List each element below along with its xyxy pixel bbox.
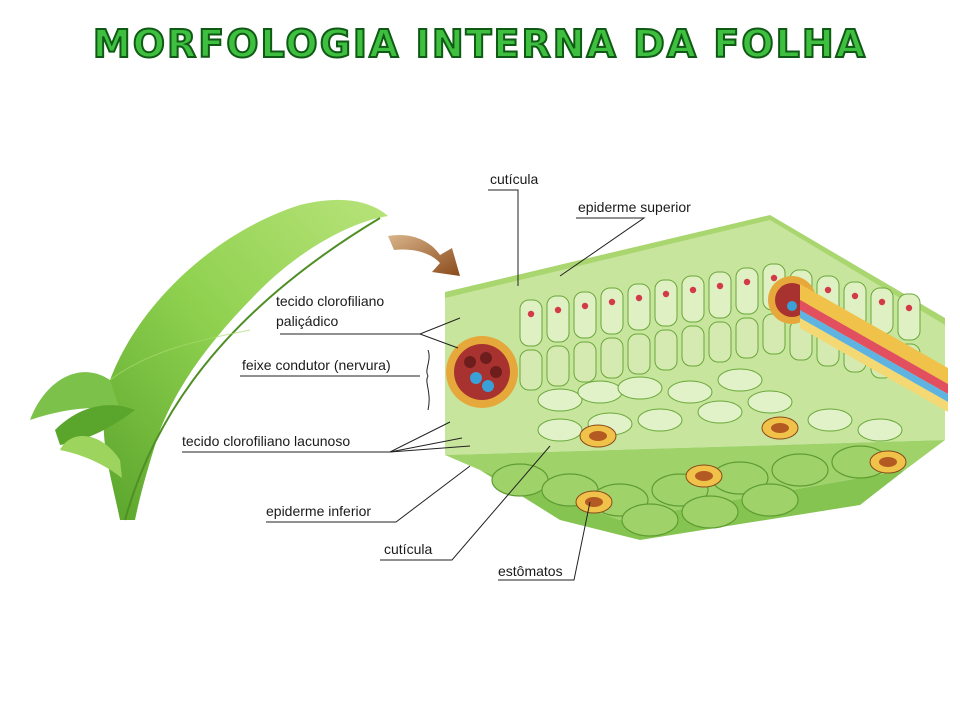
stomata: [575, 416, 907, 514]
spongy-cell: [617, 376, 663, 400]
stoma-pore: [585, 497, 603, 507]
cell-nucleus: [878, 298, 886, 306]
cell-nucleus: [635, 294, 643, 302]
arrow-icon: [388, 234, 460, 276]
palisade-cell: [681, 325, 705, 367]
cell-nucleus: [851, 292, 859, 300]
palisade-cell: [519, 349, 543, 391]
palisade-cell: [627, 283, 651, 331]
palisade-cell: [708, 321, 732, 363]
palisade-cell: [708, 271, 732, 319]
cell-nucleus: [689, 286, 697, 294]
spongy-cell: [807, 408, 853, 432]
cell-nucleus: [770, 274, 778, 282]
cell-nucleus: [716, 282, 724, 290]
whole-leaf-illustration: [30, 199, 389, 521]
cell-nucleus: [824, 286, 832, 294]
spongy-cell: [747, 390, 793, 414]
palisade-cell: [573, 291, 597, 339]
lower-epidermis-cell: [491, 463, 549, 497]
page-title: MORFOLOGIA INTERNA DA FOLHA: [92, 21, 868, 67]
lower-epidermis-cell: [681, 495, 739, 529]
label-palicadico-line2: paliçádico: [276, 313, 338, 329]
spongy-cell: [577, 380, 623, 404]
cell-nucleus: [527, 310, 535, 318]
palisade-cell: [654, 279, 678, 327]
label-lacunoso: tecido clorofiliano lacunoso: [182, 433, 350, 449]
lower-epidermis-cell: [771, 453, 829, 487]
stoma-pore: [771, 423, 789, 433]
leaf-cross-section: [445, 215, 948, 540]
label-epiderme-inferior: epiderme inferior: [266, 503, 371, 519]
palisade-cell: [600, 287, 624, 335]
cell-nucleus: [581, 302, 589, 310]
label-cuticula-top: cutícula: [490, 171, 538, 187]
palisade-cell: [897, 293, 921, 341]
vascular-bundle-longitudinal: [768, 276, 948, 412]
stoma-pore: [695, 471, 713, 481]
spongy-cell: [717, 368, 763, 392]
stoma-pore: [879, 457, 897, 467]
spongy-cell: [537, 388, 583, 412]
spongy-cell: [537, 418, 583, 442]
cell-nucleus: [743, 278, 751, 286]
cell-nucleus: [662, 290, 670, 298]
lower-epidermis-cell: [621, 503, 679, 537]
palisade-cell: [573, 341, 597, 383]
spongy-cell: [637, 408, 683, 432]
palisade-cell: [681, 275, 705, 323]
leader-lines: [182, 189, 646, 581]
cell-nucleus: [554, 306, 562, 314]
palisade-cell: [546, 345, 570, 387]
palisade-cell: [519, 299, 543, 347]
palisade-cell: [735, 267, 759, 315]
palisade-cell: [735, 317, 759, 359]
label-estomatos: estômatos: [498, 563, 563, 579]
label-feixe-condutor: feixe condutor (nervura): [242, 357, 391, 373]
label-epiderme-superior: epiderme superior: [578, 199, 691, 215]
cell-nucleus: [905, 304, 913, 312]
palisade-cell: [546, 295, 570, 343]
palisade-cell: [654, 329, 678, 371]
palisade-cell: [600, 337, 624, 379]
spongy-cell: [667, 380, 713, 404]
label-palicadico-line1: tecido clorofiliano: [276, 293, 384, 309]
vascular-bundle: [446, 336, 518, 408]
stoma-pore: [589, 431, 607, 441]
spongy-cell: [697, 400, 743, 424]
palisade-cell: [627, 333, 651, 375]
lower-epidermis-cell: [741, 483, 799, 517]
spongy-cell: [857, 418, 903, 442]
cell-nucleus: [608, 298, 616, 306]
label-cuticula-bottom: cutícula: [384, 541, 432, 557]
